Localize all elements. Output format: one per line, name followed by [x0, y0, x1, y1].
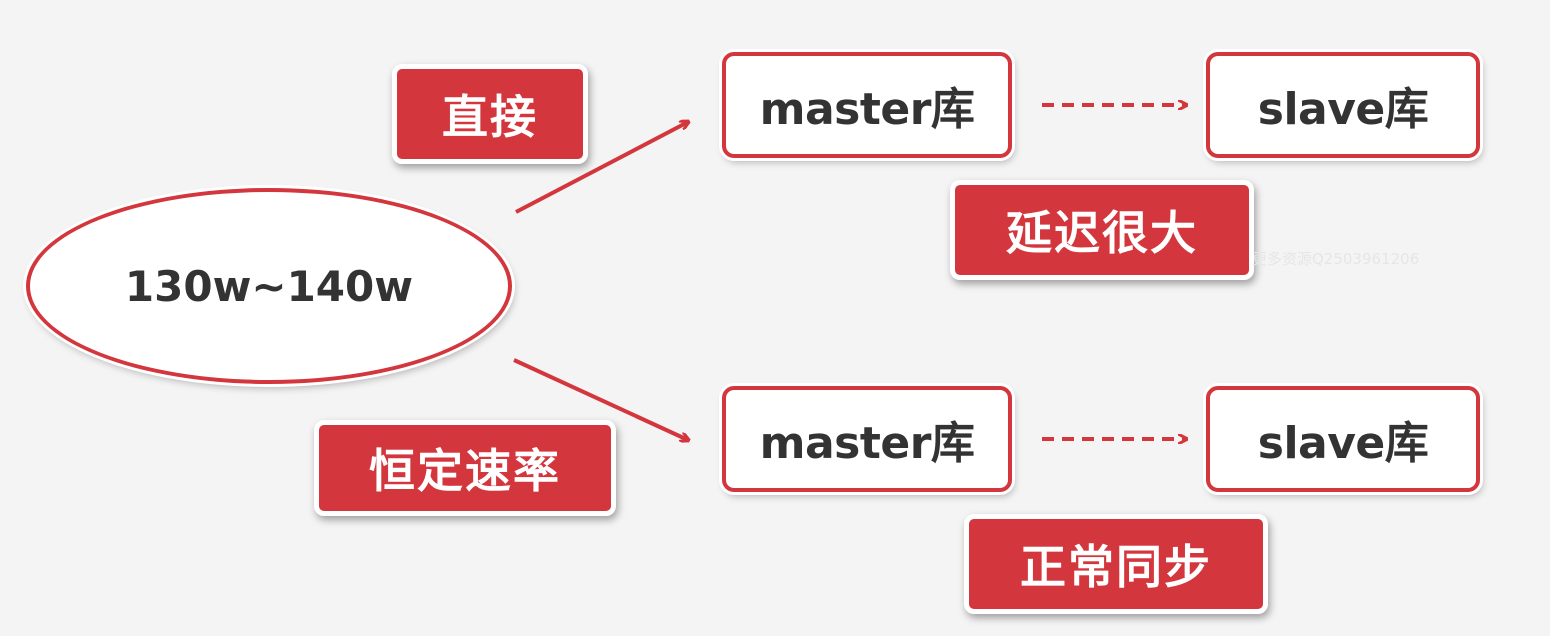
source-ellipse: 130w~140w: [26, 188, 512, 384]
slave-node-bottom-label: slave库: [1257, 418, 1429, 469]
watermark-text: 更多资源Q2503961206: [1252, 250, 1420, 268]
source-label: 130w~140w: [124, 261, 414, 311]
master-node-bottom-label: master库: [759, 418, 975, 469]
master-node-top: master库: [722, 52, 1012, 158]
method-tag-constant-rate-label: 恒定速率: [369, 444, 561, 498]
slave-node-top-label: slave库: [1257, 84, 1429, 135]
method-tag-direct: 直接: [392, 64, 588, 164]
arrow-to-master-bottom: [513, 358, 688, 440]
result-tag-large-delay: 延迟很大: [950, 180, 1254, 280]
method-tag-direct-label: 直接: [442, 90, 538, 144]
arrow-to-master-top: [515, 122, 688, 214]
slave-node-bottom: slave库: [1206, 386, 1480, 492]
result-tag-normal-sync: 正常同步: [964, 514, 1268, 614]
master-node-top-label: master库: [759, 84, 975, 135]
result-tag-large-delay-label: 延迟很大: [1006, 206, 1198, 260]
master-node-bottom: master库: [722, 386, 1012, 492]
slave-node-top: slave库: [1206, 52, 1480, 158]
result-tag-normal-sync-label: 正常同步: [1020, 540, 1212, 594]
method-tag-constant-rate: 恒定速率: [314, 420, 616, 516]
